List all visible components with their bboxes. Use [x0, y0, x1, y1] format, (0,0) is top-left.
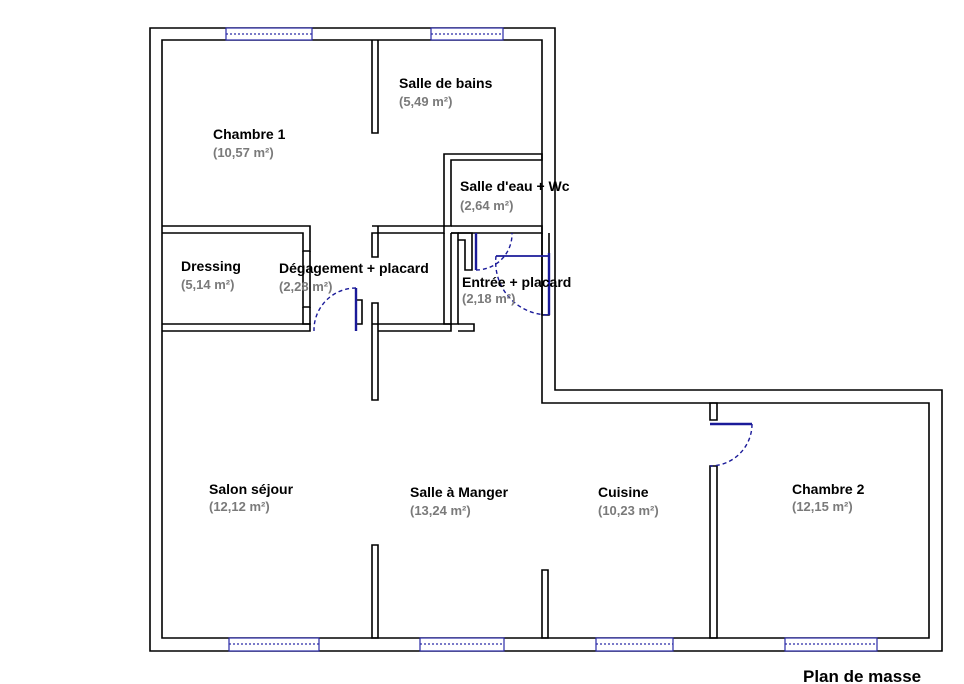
- wall-dressing-stub: [302, 307, 311, 325]
- room-area-salle-de-bains: (5,49 m²): [399, 94, 452, 109]
- room-name-salon-sejour: Salon séjour: [209, 481, 294, 497]
- room-name-chambre-1: Chambre 1: [213, 126, 286, 142]
- door-degagement-swing: [313, 287, 357, 332]
- room-area-chambre-2: (12,15 m²): [792, 499, 853, 514]
- inner-wall-outline: [161, 39, 930, 639]
- wall-salle-eau-box: [443, 153, 543, 227]
- wall-salle-eau-bottom: [451, 225, 543, 234]
- wall-entree-left: [451, 232, 459, 325]
- room-area-degagement: (2,28 m²): [279, 279, 332, 294]
- door-entree-swing: [494, 255, 550, 316]
- wall-zone-bottom-mid: [372, 323, 452, 332]
- windows: [225, 27, 878, 652]
- room-name-degagement: Dégagement + placard: [279, 260, 429, 276]
- wall-chambre2-left-lower: [709, 465, 718, 639]
- wall-degagement-stub-2: [371, 302, 379, 401]
- wall-degagement-stub-3: [356, 299, 363, 325]
- door-chambre2-swing: [709, 423, 753, 467]
- wall-dressing-right: [302, 251, 311, 308]
- wall-zone-bottom: [162, 323, 311, 332]
- wall-chambre1-bottom: [162, 225, 311, 252]
- room-area-salon-sejour: (12,12 m²): [209, 499, 270, 514]
- room-name-chambre-2: Chambre 2: [792, 481, 865, 497]
- walls: [149, 27, 943, 652]
- room-name-cuisine: Cuisine: [598, 484, 649, 500]
- wall-degagement-stub-1: [371, 232, 379, 258]
- room-area-entree: (2,18 m²): [462, 291, 515, 306]
- room-name-salle-a-manger: Salle à Manger: [410, 484, 509, 500]
- room-area-salle-a-manger: (13,24 m²): [410, 503, 471, 518]
- room-name-salle-d-eau: Salle d'eau + Wc: [460, 178, 570, 194]
- room-labels: Chambre 1 (10,57 m²) Salle de bains (5,4…: [181, 75, 865, 518]
- wall-chambre2-left: [709, 402, 718, 421]
- wall-living-stub-1: [371, 544, 379, 639]
- outer-wall-outline: [149, 27, 943, 652]
- wall-living-stub-2: [541, 569, 549, 639]
- plan-title: Plan de masse: [803, 667, 921, 684]
- room-area-chambre-1: (10,57 m²): [213, 145, 274, 160]
- room-name-entree: Entrée + placard: [462, 274, 571, 290]
- wall-degagement-right: [443, 233, 452, 325]
- room-area-dressing: (5,14 m²): [181, 277, 234, 292]
- room-name-salle-de-bains: Salle de bains: [399, 75, 493, 91]
- room-area-cuisine: (10,23 m²): [598, 503, 659, 518]
- room-name-dressing: Dressing: [181, 258, 241, 274]
- wall-entree-inner: [458, 232, 473, 271]
- wall-chambre-bains: [371, 40, 379, 134]
- doors: [313, 232, 753, 467]
- wall-chambre1-bottom-right: [372, 225, 445, 234]
- door-salle-eau-swing: [475, 232, 513, 271]
- wall-entree-bottom: [458, 323, 475, 332]
- room-area-salle-d-eau: (2,64 m²): [460, 198, 513, 213]
